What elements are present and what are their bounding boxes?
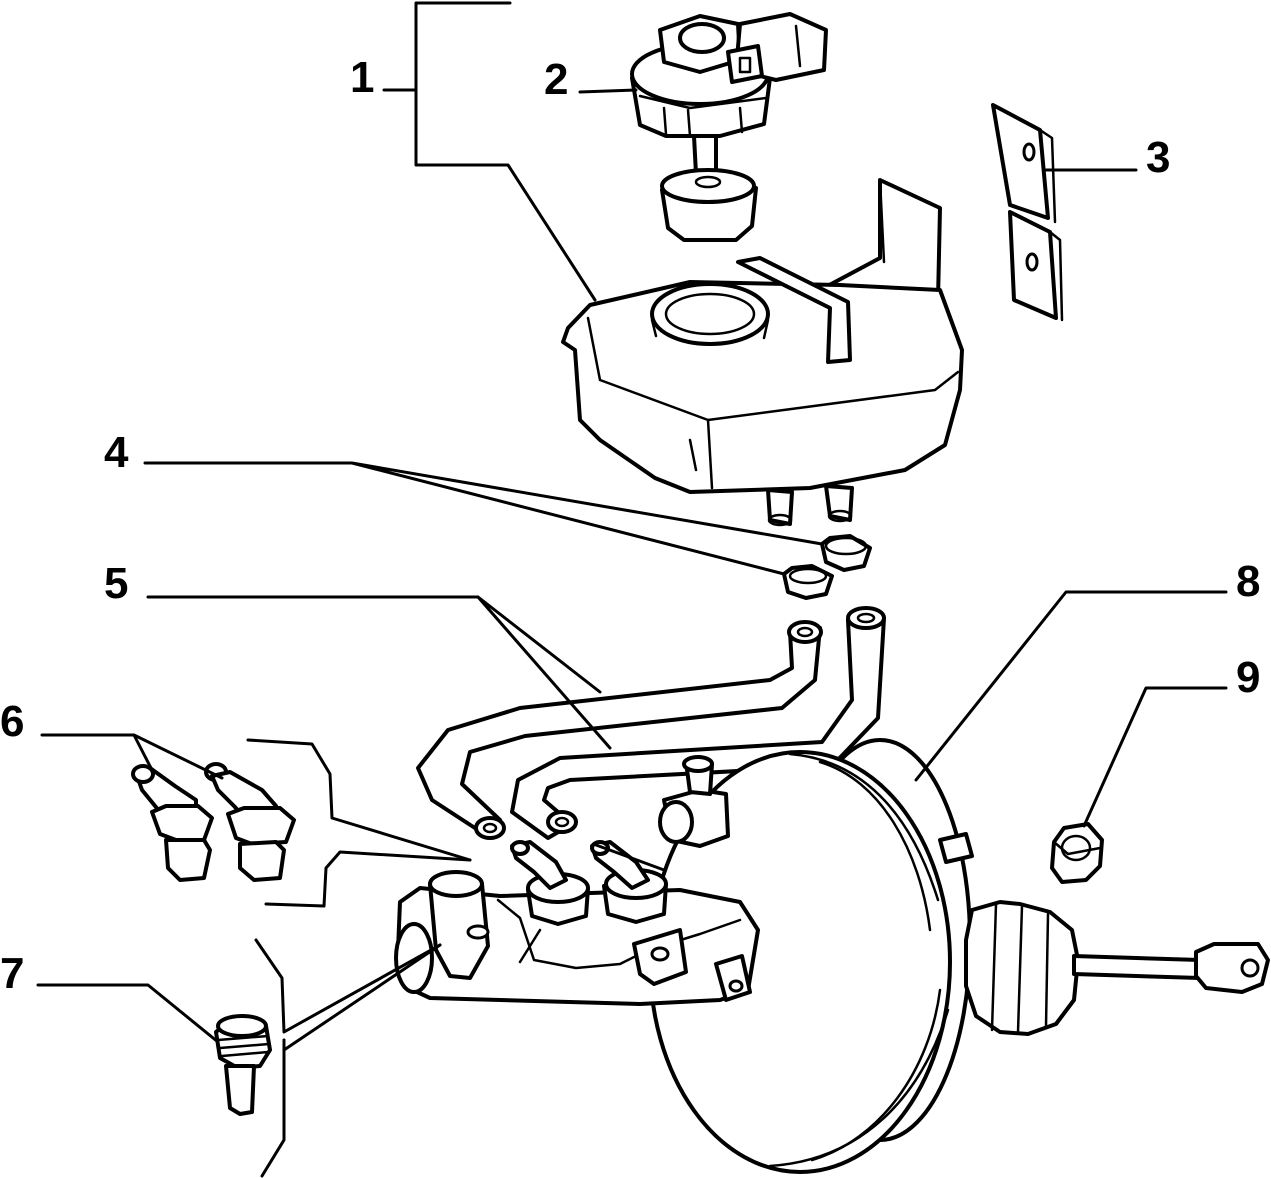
callout-9: 9 xyxy=(1236,653,1260,702)
callout-2: 2 xyxy=(544,55,568,104)
part-2-cap-sensor xyxy=(630,12,828,242)
callout-4: 4 xyxy=(104,428,129,477)
callout-7: 7 xyxy=(0,949,24,998)
part-9-nut xyxy=(1050,822,1104,884)
callout-8: 8 xyxy=(1236,557,1260,606)
callout-5: 5 xyxy=(104,559,128,608)
leader-lines xyxy=(36,1,1228,1178)
part-6-elbow-connectors xyxy=(131,762,296,882)
part-7-plug-screw xyxy=(214,1014,272,1116)
part-5-hoses xyxy=(416,606,886,840)
part-4-seals xyxy=(782,534,872,600)
callout-3: 3 xyxy=(1146,133,1170,182)
part-1-reservoir xyxy=(561,178,964,527)
callout-labels: 1 2 3 4 5 6 7 8 9 xyxy=(0,53,1260,998)
part-3-bracket xyxy=(991,103,1064,322)
callout-6: 6 xyxy=(0,697,24,746)
part-8-brake-booster xyxy=(648,738,1270,1174)
callout-1: 1 xyxy=(350,53,374,102)
